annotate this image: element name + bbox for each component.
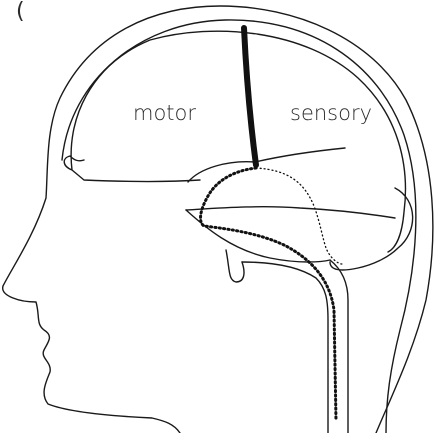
spinal-cord-front — [242, 262, 328, 433]
sensory-label: sensory — [290, 101, 372, 125]
head-outline — [3, 6, 433, 433]
cerebellum-outline — [188, 148, 413, 270]
motor-pathway-dotted — [201, 168, 336, 420]
panel-mark: ( — [16, 0, 25, 24]
temporal-lobe-outline — [186, 207, 395, 218]
motor-label: motor — [133, 101, 196, 125]
cerebrum-outline — [64, 31, 405, 252]
sensory-pathway-dotted — [256, 168, 342, 264]
spinal-cord-back — [330, 260, 348, 433]
central-division-line — [244, 28, 256, 165]
pituitary-outline — [226, 250, 244, 282]
